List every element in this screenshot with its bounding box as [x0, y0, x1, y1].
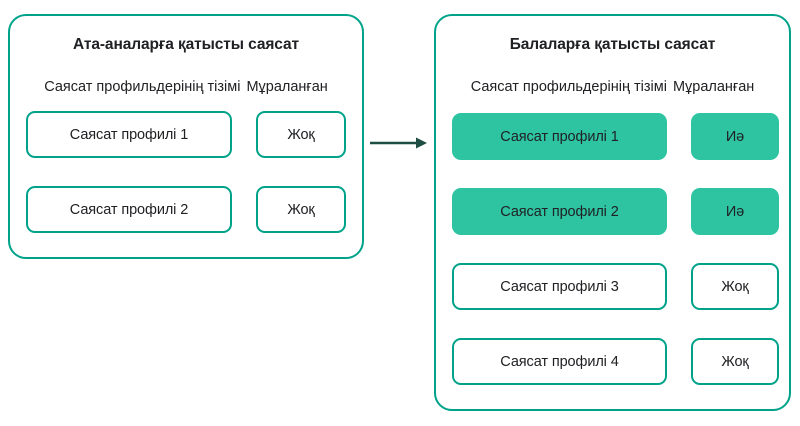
child-policy-column-headers: Саясат профильдерінің тізімі Мұраланған	[436, 78, 789, 97]
parent-profiles-column-header: Саясат профильдерінің тізімі	[44, 79, 241, 95]
parent-policy-inherited-badge-2[interactable]: Жоқ	[256, 186, 346, 233]
child-policy-inherited-badge-2[interactable]: Иә	[691, 188, 779, 235]
parent-policy-column-headers: Саясат профильдерінің тізімі Мұраланған	[10, 78, 362, 97]
child-policy-panel: Балаларға қатысты саясат Саясат профильд…	[434, 14, 791, 411]
child-policy-profile-2[interactable]: Саясат профилі 2	[452, 188, 667, 235]
parent-policy-panel: Ата-аналарға қатысты саясат Саясат профи…	[8, 14, 364, 259]
child-policy-profile-4[interactable]: Саясат профилі 4	[452, 338, 667, 385]
table-row: Саясат профилі 4 Жоқ	[436, 338, 789, 385]
child-policy-title: Балаларға қатысты саясат	[509, 36, 716, 53]
child-inherited-column-header: Мұраланған	[672, 79, 755, 95]
table-row: Саясат профилі 2 Жоқ	[10, 186, 362, 233]
parent-policy-title: Ата-аналарға қатысты саясат	[72, 36, 300, 53]
parent-inherited-column-header: Мұраланған	[246, 79, 328, 95]
table-row: Саясат профилі 1 Жоқ	[10, 111, 362, 158]
inheritance-flow-arrow-icon	[370, 137, 427, 149]
table-row: Саясат профилі 3 Жоқ	[436, 263, 789, 310]
child-policy-inherited-badge-1[interactable]: Иә	[691, 113, 779, 160]
child-policy-inherited-badge-4[interactable]: Жоқ	[691, 338, 779, 385]
parent-policy-profile-2[interactable]: Саясат профилі 2	[26, 186, 232, 233]
child-policy-profile-1[interactable]: Саясат профилі 1	[452, 113, 667, 160]
child-policy-profile-3[interactable]: Саясат профилі 3	[452, 263, 667, 310]
table-row: Саясат профилі 1 Иә	[436, 113, 789, 160]
parent-policy-inherited-badge-1[interactable]: Жоқ	[256, 111, 346, 158]
table-row: Саясат профилі 2 Иә	[436, 188, 789, 235]
parent-policy-profile-1[interactable]: Саясат профилі 1	[26, 111, 232, 158]
child-policy-inherited-badge-3[interactable]: Жоқ	[691, 263, 779, 310]
child-profiles-column-header: Саясат профильдерінің тізімі	[470, 79, 667, 95]
